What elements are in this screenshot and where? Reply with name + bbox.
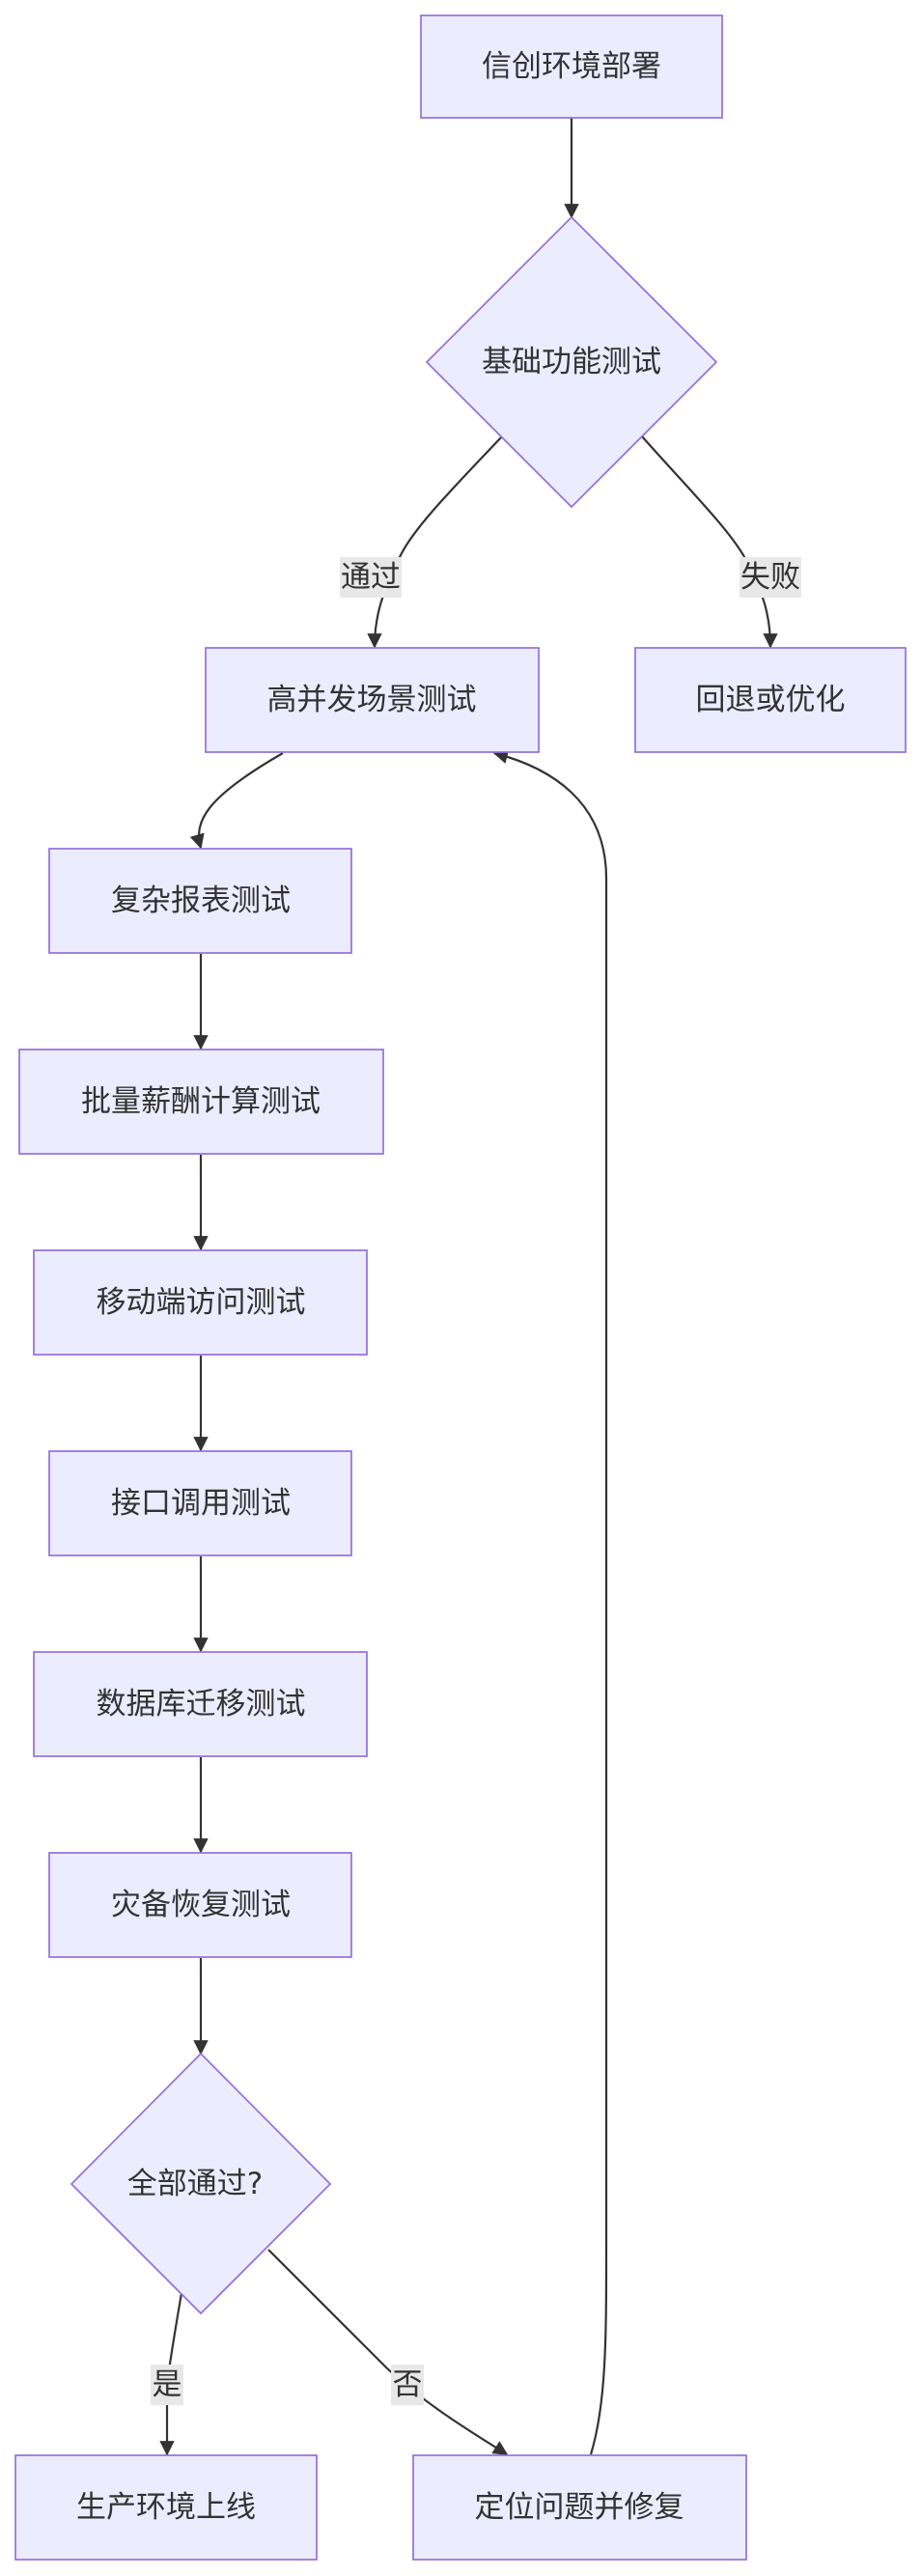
node-fix: 定位问题并修复 bbox=[412, 2454, 747, 2561]
svg-text:基础功能测试: 基础功能测试 bbox=[482, 345, 661, 379]
edge-label-yes: 是 bbox=[151, 2365, 183, 2405]
node-payroll-test: 批量薪酬计算测试 bbox=[18, 1049, 384, 1155]
edge-fix-to-concurrency bbox=[492, 749, 608, 2455]
edge-basic-test-to-concurrency bbox=[367, 435, 503, 649]
edge-basic-test-to-rollback bbox=[641, 435, 778, 649]
svg-text:全部通过?: 全部通过? bbox=[127, 2167, 263, 2201]
node-report-test: 复杂报表测试 bbox=[48, 848, 352, 954]
node-concurrency-test: 高并发场景测试 bbox=[205, 647, 540, 753]
node-go-live: 生产环境上线 bbox=[14, 2454, 318, 2561]
svg-text:是: 是 bbox=[153, 2367, 182, 2402]
svg-text:接口调用测试: 接口调用测试 bbox=[111, 1486, 291, 1521]
svg-text:生产环境上线: 生产环境上线 bbox=[76, 2490, 256, 2525]
svg-text:回退或优化: 回退或优化 bbox=[696, 683, 846, 717]
svg-text:批量薪酬计算测试: 批量薪酬计算测试 bbox=[81, 1084, 321, 1119]
svg-text:复杂报表测试: 复杂报表测试 bbox=[111, 883, 291, 918]
svg-text:灾备恢复测试: 灾备恢复测试 bbox=[111, 1888, 291, 1922]
node-mobile-test: 移动端访问测试 bbox=[33, 1249, 368, 1356]
decision-all-pass: 全部通过? bbox=[70, 2052, 332, 2315]
edge-label-no: 否 bbox=[391, 2365, 424, 2405]
svg-text:失败: 失败 bbox=[740, 560, 800, 595]
svg-text:高并发场景测试: 高并发场景测试 bbox=[267, 683, 477, 717]
node-db-migration-test: 数据库迁移测试 bbox=[33, 1651, 368, 1757]
svg-text:移动端访问测试: 移动端访问测试 bbox=[97, 1285, 306, 1320]
node-deploy: 信创环境部署 bbox=[420, 14, 723, 119]
edge-all-pass-to-fix bbox=[267, 2249, 509, 2455]
svg-text:通过: 通过 bbox=[341, 560, 401, 595]
decision-basic-test: 基础功能测试 bbox=[425, 215, 718, 509]
node-api-test: 接口调用测试 bbox=[48, 1450, 352, 1556]
node-rollback: 回退或优化 bbox=[634, 647, 907, 753]
edge-label-pass: 通过 bbox=[340, 557, 402, 598]
node-dr-test: 灾备恢复测试 bbox=[48, 1852, 352, 1958]
edge-concurrency-to-report bbox=[189, 752, 284, 850]
edge-label-fail: 失败 bbox=[740, 557, 801, 598]
svg-text:定位问题并修复: 定位问题并修复 bbox=[475, 2490, 684, 2525]
svg-text:数据库迁移测试: 数据库迁移测试 bbox=[97, 1687, 306, 1722]
svg-text:否: 否 bbox=[393, 2367, 423, 2402]
svg-text:信创环境部署: 信创环境部署 bbox=[482, 49, 661, 84]
